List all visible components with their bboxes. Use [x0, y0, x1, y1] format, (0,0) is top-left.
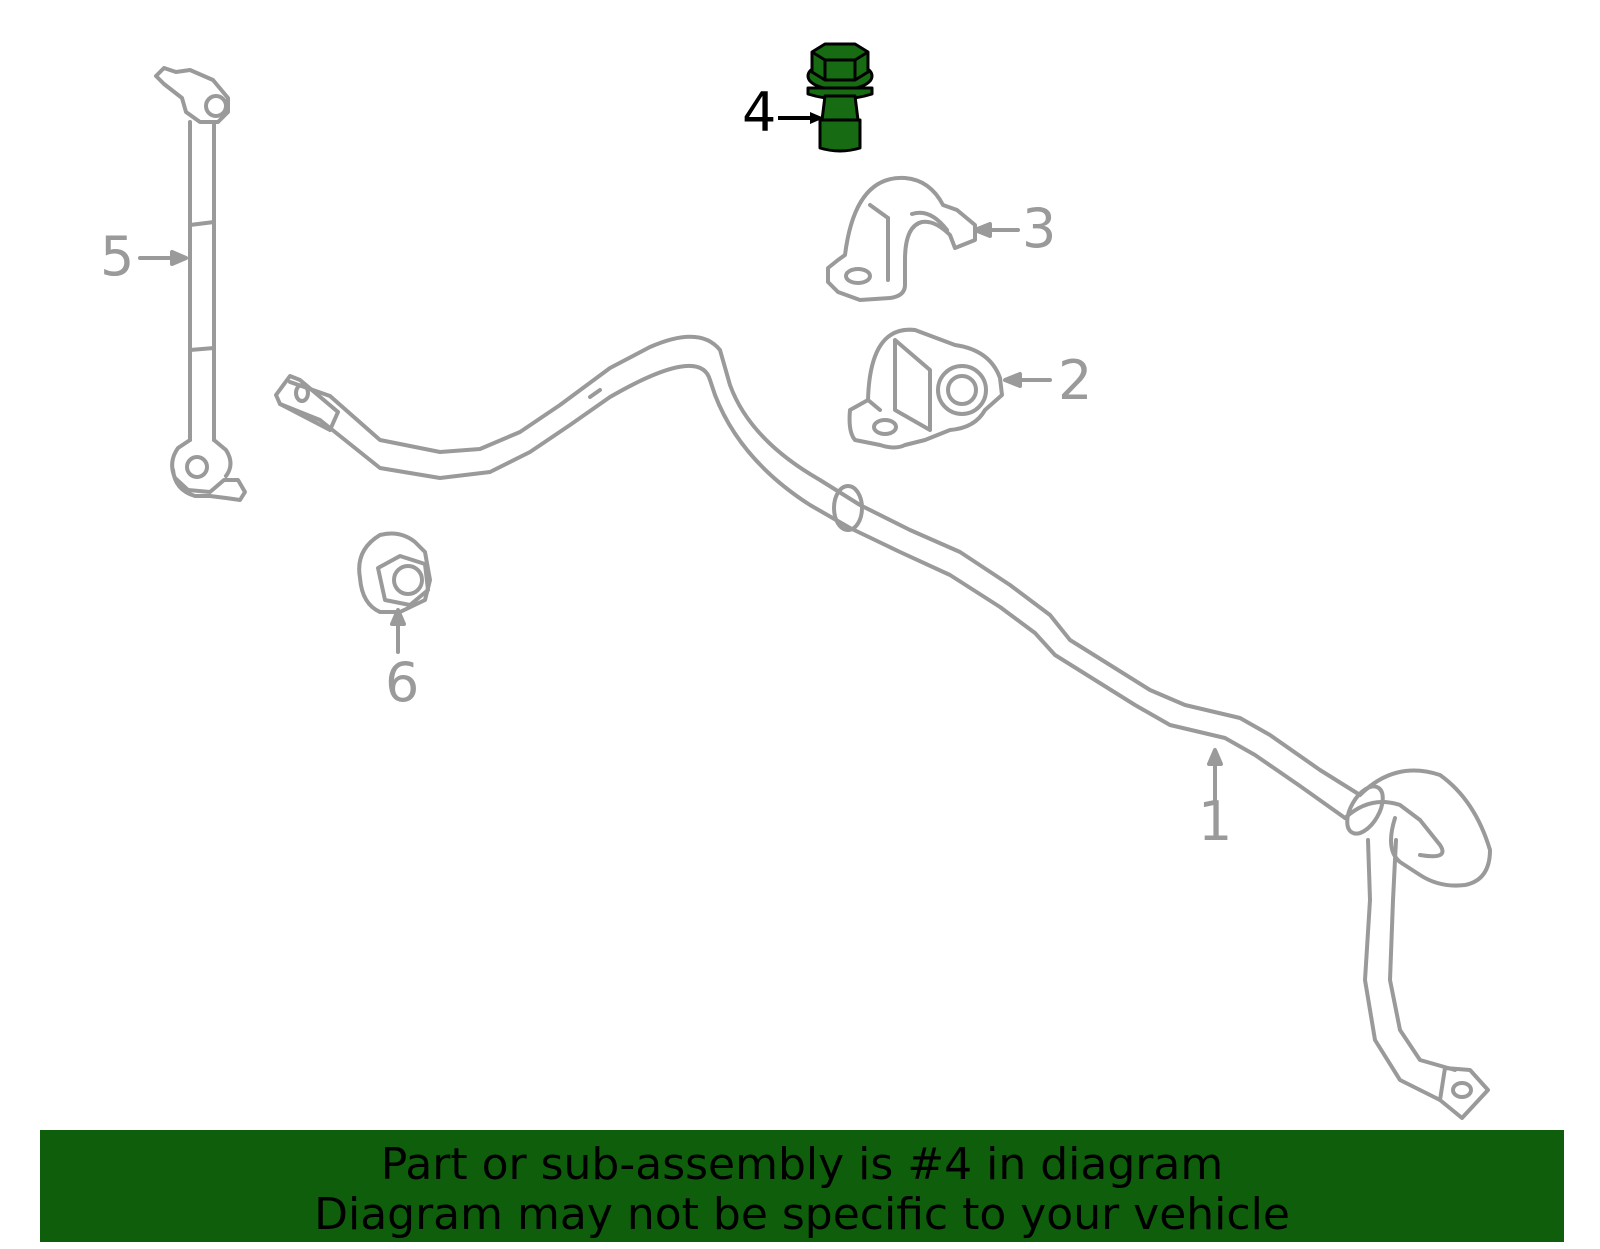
banner-line-2: Diagram may not be specific to your vehi… [314, 1189, 1290, 1240]
flange-nut-part-6 [357, 531, 432, 654]
bolt-part-4 [806, 42, 874, 153]
callout-label-5: 5 [100, 225, 135, 288]
callout-label-4: 4 [742, 81, 777, 144]
callout-arrow-4 [778, 112, 824, 124]
stabilizer-bar-part-1 [274, 334, 1492, 1120]
callout-label-3: 3 [1022, 197, 1057, 260]
bushing-part-2 [847, 327, 1052, 450]
bracket-part-3 [826, 175, 1020, 302]
info-banner: Part or sub-assembly is #4 in diagram Di… [40, 1130, 1564, 1242]
callout-label-1: 1 [1198, 790, 1233, 853]
stabilizer-link-part-5 [138, 66, 247, 502]
banner-line-1: Part or sub-assembly is #4 in diagram [380, 1139, 1224, 1190]
callout-label-2: 2 [1058, 349, 1093, 412]
callout-label-6: 6 [385, 651, 420, 714]
